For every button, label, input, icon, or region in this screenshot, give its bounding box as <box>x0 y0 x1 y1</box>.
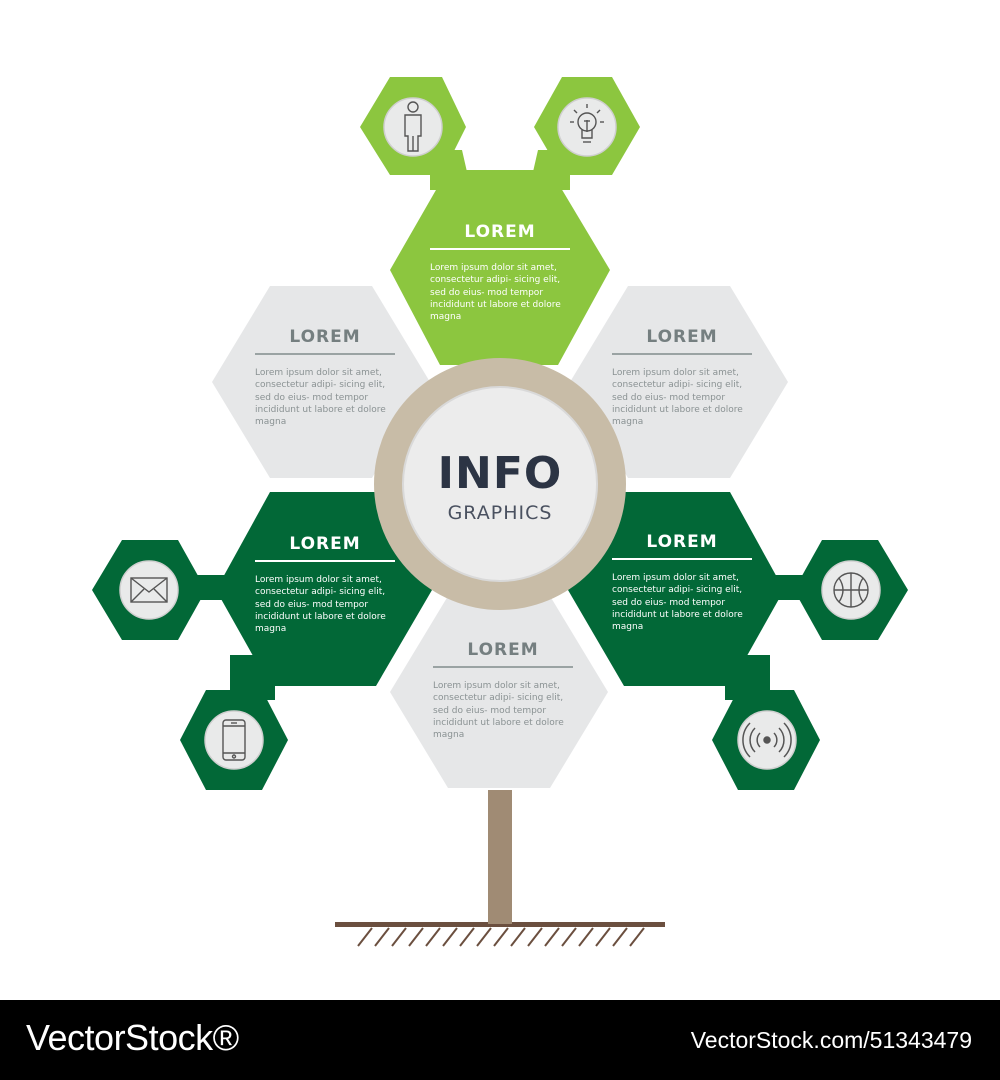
card-lower-left: LOREM Lorem ipsum dolor sit amet, consec… <box>255 534 395 635</box>
card-top-title: LOREM <box>464 222 536 242</box>
card-upper-left-title: LOREM <box>289 327 361 347</box>
card-upper-left-text: Lorem ipsum dolor sit amet, consectetur … <box>255 368 386 428</box>
card-bottom: LOREM Lorem ipsum dolor sit amet, consec… <box>433 640 573 741</box>
card-lower-left-title: LOREM <box>289 534 361 554</box>
hexagon-upper-right <box>570 286 788 478</box>
card-upper-right-text: Lorem ipsum dolor sit amet, consectetur … <box>612 368 743 428</box>
center-disc <box>403 387 597 581</box>
card-lower-right-text: Lorem ipsum dolor sit amet, consectetur … <box>612 573 743 633</box>
card-lower-left-text: Lorem ipsum dolor sit amet, consectetur … <box>255 575 386 635</box>
center-title: INFO <box>437 448 563 499</box>
tree-ground <box>335 922 665 947</box>
footer-url: VectorStock.com/51343479 <box>690 1027 972 1053</box>
card-upper-right-title: LOREM <box>646 327 718 347</box>
center-subtitle: GRAPHICS <box>447 502 553 524</box>
hexagon-lower-right-group <box>568 492 908 790</box>
hexagon-upper-left <box>212 286 430 478</box>
infographic-tree <box>92 77 908 947</box>
hexagon-lower-left-group <box>92 492 432 790</box>
wireless-signal-icon <box>742 722 792 758</box>
card-lower-right-divider <box>612 558 752 560</box>
card-top: LOREM Lorem ipsum dolor sit amet, consec… <box>430 222 570 323</box>
card-bottom-divider <box>433 666 573 668</box>
card-bottom-title: LOREM <box>467 640 539 660</box>
card-top-text: Lorem ipsum dolor sit amet, consectetur … <box>430 263 561 323</box>
smartphone-icon <box>222 719 246 761</box>
footer-brand: VectorStock® <box>26 1017 239 1058</box>
card-upper-right-divider <box>612 353 752 355</box>
card-bottom-text: Lorem ipsum dolor sit amet, consectetur … <box>433 681 564 741</box>
hexagon-top-group <box>360 77 640 365</box>
tree-stem <box>488 790 512 924</box>
lightbulb-icon <box>570 104 604 143</box>
footer-bar: VectorStock® VectorStock.com/51343479 <box>0 1000 1000 1080</box>
basketball-icon <box>833 572 869 608</box>
person-icon <box>404 101 422 152</box>
card-lower-right: LOREM Lorem ipsum dolor sit amet, consec… <box>612 532 752 633</box>
hexagon-bottom <box>390 596 608 788</box>
envelope-icon <box>130 577 168 603</box>
card-upper-right: LOREM Lorem ipsum dolor sit amet, consec… <box>612 327 752 428</box>
card-upper-left-divider <box>255 353 395 355</box>
card-upper-left: LOREM Lorem ipsum dolor sit amet, consec… <box>255 327 395 428</box>
card-lower-left-divider <box>255 560 395 562</box>
card-top-divider <box>430 248 570 250</box>
card-lower-right-title: LOREM <box>646 532 718 552</box>
